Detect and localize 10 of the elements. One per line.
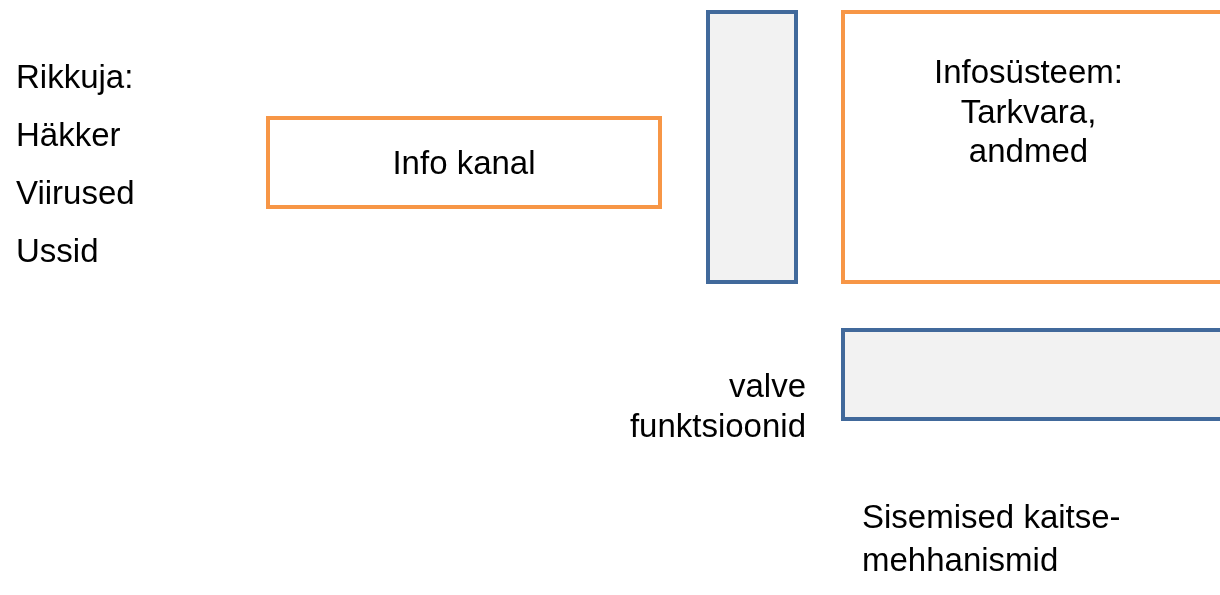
list-item-text: Häkker xyxy=(16,118,122,151)
list-item-text: Viirused xyxy=(16,176,136,209)
barrier-bar xyxy=(706,10,798,284)
caption-text: valve funktsioonid xyxy=(628,366,806,446)
list-item-text: Rikkuja: xyxy=(16,60,135,93)
system-box: Infosüsteem: Tarkvara, andmed xyxy=(841,10,1220,284)
monitor-bar xyxy=(841,328,1220,421)
caption-text: Sisemised kaitse-mehhanismid xyxy=(862,497,1122,580)
channel-box: Info kanal xyxy=(266,116,662,209)
list-item-text: Ussid xyxy=(16,234,100,267)
